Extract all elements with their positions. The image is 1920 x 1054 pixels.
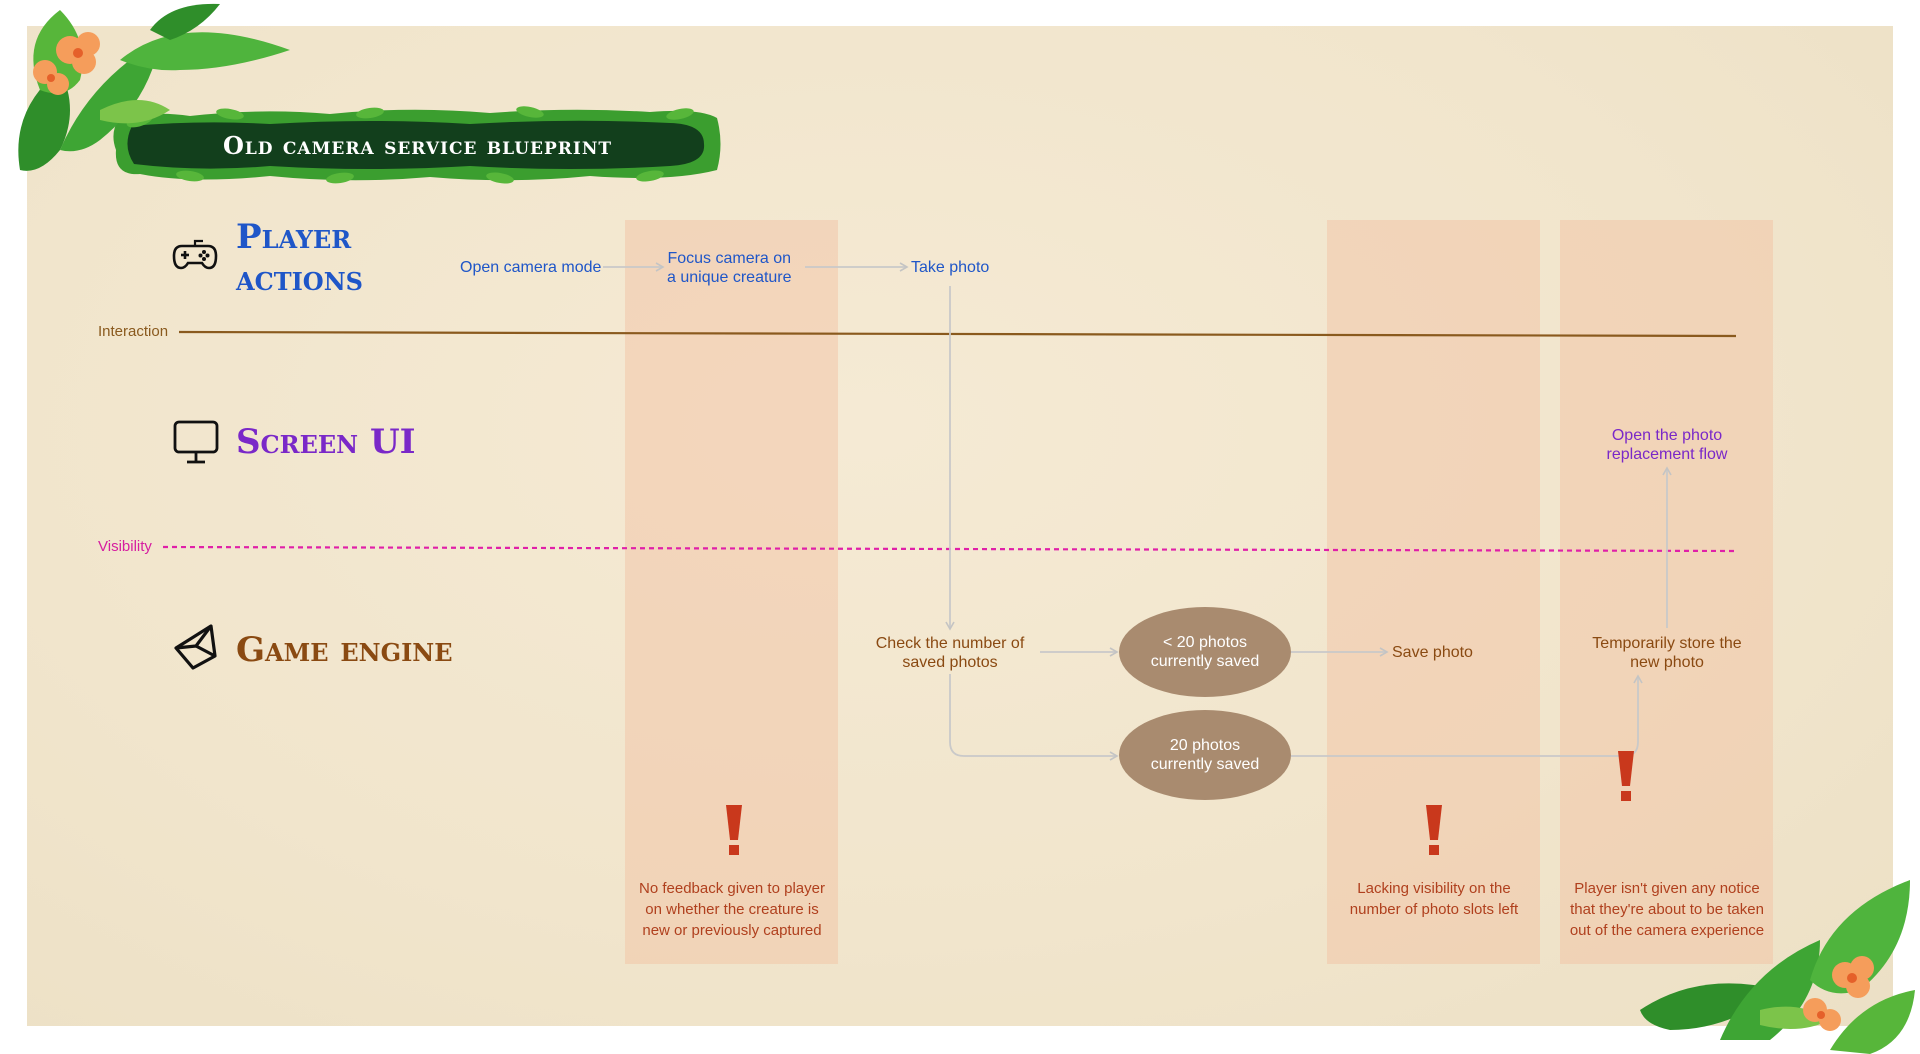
page-title: Old camera service blueprint [222,130,613,160]
lane-title-player-line1: Player [236,217,352,257]
exclamation-icon [1618,751,1634,801]
visibility-line-label: Visibility [98,538,152,555]
node-open-replacement: Open the photo replacement flow [1597,426,1737,464]
lane-title-screen: Screen UI [236,422,416,462]
pain-note-slots-line1: Lacking visibility on the [1357,880,1511,897]
exclamation-icon [726,805,742,855]
arrow-check-to-full [949,674,1119,761]
node-check-saved: Check the number of saved photos [875,634,1025,672]
node-focus-line2: a unique creature [667,269,792,286]
tropical-leaves-decoration [1640,880,1915,1054]
lane-title-engine: Game engine [236,630,453,670]
unity-logo-icon [174,624,217,670]
gamepad-icon [172,239,218,270]
pain-note-feedback-line3: new or previously captured [642,922,822,939]
node-open-camera: Open camera mode [460,259,602,276]
connector-layer [162,262,1737,761]
arrow-full-to-temp [1291,674,1643,757]
oval-full-line1: 20 photos [1169,737,1241,754]
node-temp-store: Temporarily store the new photo [1587,634,1747,672]
pain-note-slots-line2: number of photo slots left [1349,901,1519,918]
oval-less-than-20: < 20 photos currently saved [1119,607,1291,697]
node-open-replacement-line2: replacement flow [1606,446,1728,463]
lane-title-player: Player actions [236,216,363,300]
interaction-line-label: Interaction [98,323,169,340]
lane-title-player-line2: actions [236,259,363,299]
blueprint-canvas: Player actions Screen UI Game engine Int… [27,26,1893,1026]
oval-full-line2: currently saved [1150,756,1260,773]
node-save-photo: Save photo [1392,644,1473,661]
node-check-line1: Check the number of [875,635,1025,652]
pain-note-slots: Lacking visibility on the number of phot… [1329,878,1539,920]
node-take-photo: Take photo [911,259,990,276]
exclamation-icon [1426,805,1442,855]
node-temp-line1: Temporarily store the [1592,635,1742,652]
banner-leaves [113,106,721,184]
title-banner: Old camera service blueprint [110,106,725,184]
tropical-leaves-decoration [18,3,290,171]
pain-note-feedback-line2: on whether the creature is [645,901,819,918]
pain-note-notice-line1: Player isn't given any notice [1574,880,1760,897]
pain-note-notice-line3: out of the camera experience [1569,922,1765,939]
pain-note-notice: Player isn't given any notice that they'… [1562,878,1772,941]
oval-less-line1: < 20 photos [1162,634,1248,651]
pain-note-feedback-line1: No feedback given to player [639,880,825,897]
pain-note-notice-line2: that they're about to be taken [1570,901,1764,918]
interaction-line [178,330,1737,338]
oval-less-line2: currently saved [1150,653,1260,670]
node-focus-line1: Focus camera on [667,250,792,267]
node-check-line2: saved photos [902,654,998,671]
monitor-icon [173,420,219,464]
pain-note-feedback: No feedback given to player on whether t… [627,878,837,941]
node-focus-camera: Focus camera on a unique creature [667,249,792,287]
node-open-replacement-line1: Open the photo [1611,427,1723,444]
node-temp-line2: new photo [1630,654,1704,671]
oval-full-20: 20 photos currently saved [1119,710,1291,800]
